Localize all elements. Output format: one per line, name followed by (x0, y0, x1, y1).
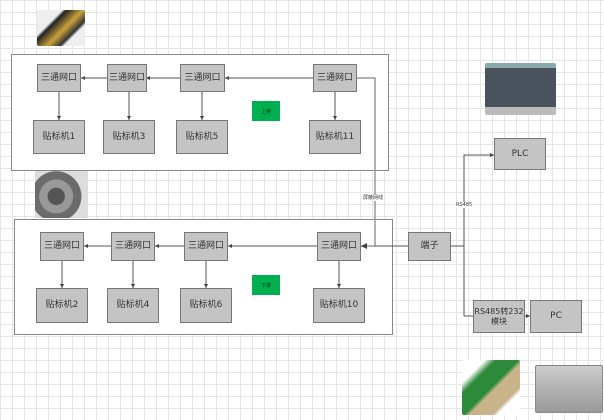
lower-port-4[interactable]: 三通网口 (317, 232, 361, 261)
labeling-machine-photo (35, 170, 88, 218)
upper-port-1[interactable]: 三通网口 (37, 64, 81, 92)
upper-port-4[interactable]: 三通网口 (313, 64, 357, 92)
upper-port-3[interactable]: 三通网口 (180, 64, 225, 92)
rs485-232-converter-node[interactable]: RS485转232 模块 (473, 300, 525, 333)
lower-port-3[interactable]: 三通网口 (184, 232, 228, 261)
lower-machine-6[interactable]: 贴标机6 (180, 288, 232, 323)
rs485-label: RS485 (455, 202, 474, 208)
lower-machine-4[interactable]: 贴标机4 (107, 288, 159, 323)
upper-machine-1[interactable]: 贴标机1 (33, 120, 85, 154)
upper-port-2[interactable]: 三通网口 (107, 64, 147, 92)
plc-photo (485, 63, 556, 115)
upper-machine-5[interactable]: 贴标机5 (176, 120, 228, 154)
upper-machine-11[interactable]: 贴标机11 (309, 120, 361, 154)
lower-machine-2[interactable]: 贴标机2 (36, 288, 88, 323)
lower-machine-10[interactable]: 贴标机10 (313, 288, 365, 323)
lower-port-1[interactable]: 三通网口 (40, 232, 84, 261)
terminal-node[interactable]: 端子 (408, 232, 451, 261)
upper-machine-3[interactable]: 贴标机3 (103, 120, 155, 154)
upper-row-tag: 上排 (252, 101, 280, 121)
lower-row-tag: 下排 (252, 275, 280, 295)
pc-node[interactable]: PC (530, 300, 582, 333)
plc-node[interactable]: PLC (494, 138, 546, 170)
lower-port-2[interactable]: 三通网口 (111, 232, 155, 261)
industrial-pc-photo (535, 365, 603, 413)
rs485-converter-photo (462, 360, 520, 415)
network-connector-photo (37, 10, 85, 46)
shielded-cable-label: 屏蔽网线 (362, 194, 385, 201)
